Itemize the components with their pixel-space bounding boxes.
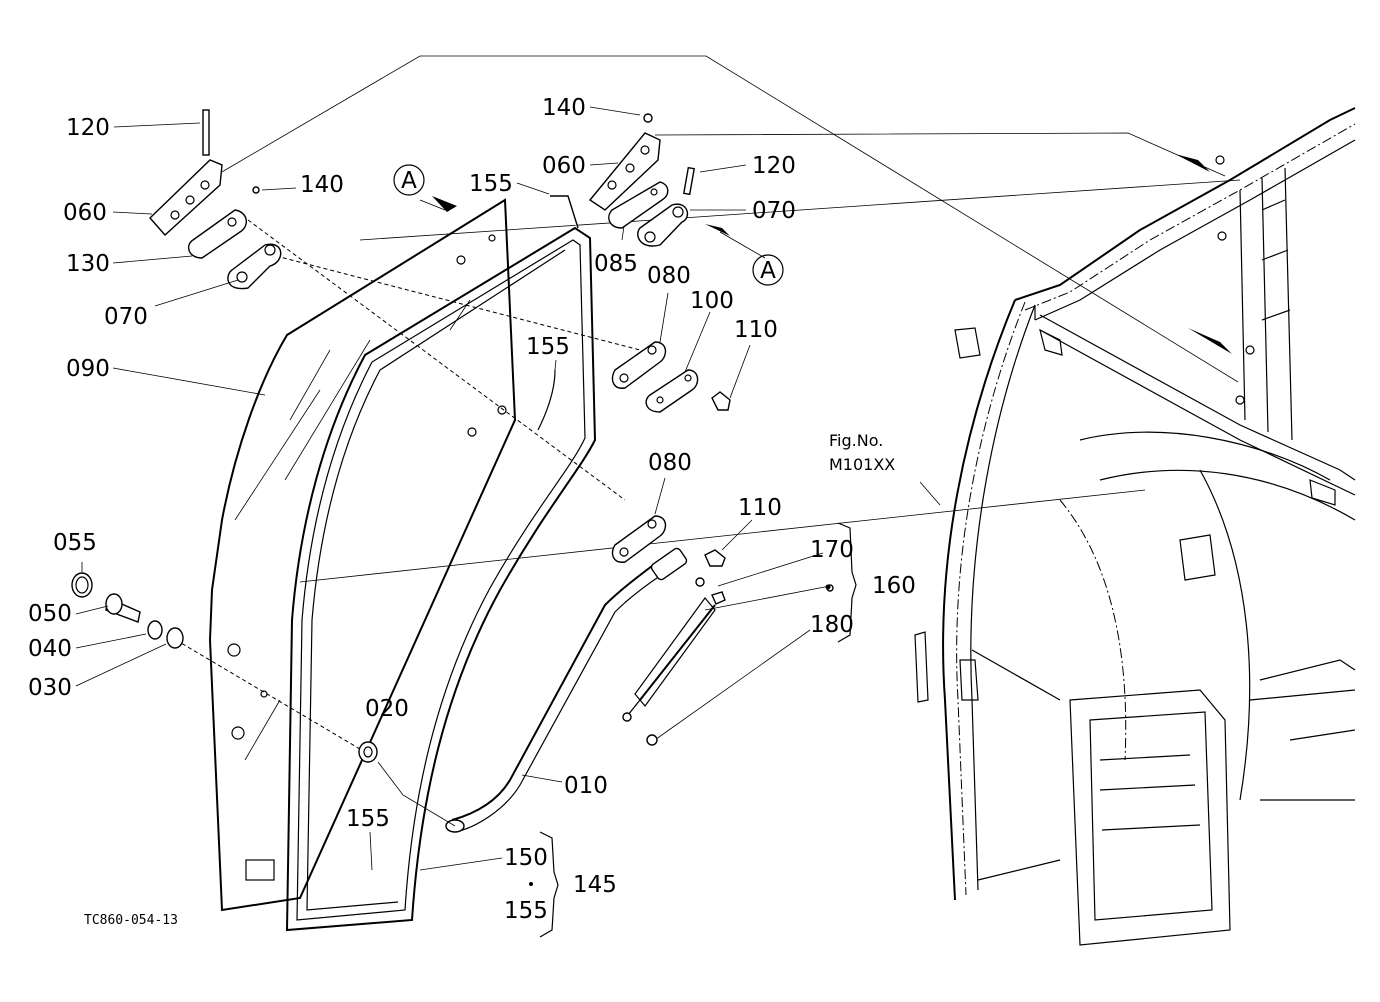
washer-040 — [147, 620, 163, 640]
callout-labels: 120 140 060 130 070 090 155 140 060 120 … — [28, 95, 916, 924]
link-070-left — [227, 243, 282, 290]
callout-060-right: 060 — [542, 153, 586, 179]
plate-085 — [608, 181, 669, 229]
callout-100: 100 — [690, 288, 734, 314]
callout-060-left: 060 — [63, 200, 107, 226]
callout-155-lower: 155 — [346, 806, 390, 832]
callout-030: 030 — [28, 675, 72, 701]
pin-120-right — [682, 166, 696, 196]
callout-leaders — [75, 106, 941, 871]
callout-120-left: 120 — [66, 115, 110, 141]
nut-140-right — [643, 113, 653, 123]
callout-070-right: 070 — [752, 198, 796, 224]
callout-110-upper: 110 — [734, 317, 778, 343]
plate-080-lower — [611, 515, 667, 563]
brackets — [539, 522, 857, 938]
nut-140-left — [252, 186, 260, 194]
callout-140-left: 140 — [300, 172, 344, 198]
callout-010: 010 — [564, 773, 608, 799]
callout-145: 145 — [573, 872, 617, 898]
nut-030 — [166, 627, 184, 649]
callout-155-middle: 155 — [526, 334, 570, 360]
callout-070-left: 070 — [104, 304, 148, 330]
callout-055: 055 — [53, 530, 97, 556]
callout-180: 180 — [810, 612, 854, 638]
plate-130 — [187, 209, 247, 259]
callout-155-kit: 155 — [504, 898, 548, 924]
plate-080-upper — [611, 341, 667, 389]
bolt-parts — [71, 572, 378, 763]
hinge-060-right — [588, 132, 661, 211]
callout-155-top: 155 — [469, 171, 513, 197]
callout-040: 040 — [28, 636, 72, 662]
left-hinge-parts — [149, 109, 282, 290]
upper-stay-parts — [537, 341, 731, 431]
damper-cylinder — [634, 597, 716, 707]
svg-text:Fig.No.: Fig.No. — [829, 431, 883, 450]
callout-130: 130 — [66, 251, 110, 277]
callout-090: 090 — [66, 356, 110, 382]
right-hinge-parts — [550, 113, 696, 247]
callout-085: 085 — [594, 251, 638, 277]
projection-lines — [175, 55, 1241, 753]
reference-a-right: A — [752, 254, 784, 286]
cab-frame — [914, 107, 1356, 946]
hinge-060-left — [149, 159, 223, 236]
callout-080-lower: 080 — [648, 450, 692, 476]
callout-160: 160 — [872, 573, 916, 599]
stay-010-end — [650, 547, 688, 581]
callout-050: 050 — [28, 601, 72, 627]
clip-155-top — [550, 195, 579, 229]
svg-text:M101XX: M101XX — [829, 455, 895, 474]
callout-080-upper: 080 — [647, 263, 691, 289]
arrowheads — [432, 154, 1232, 354]
figure-reference: Fig.No. M101XX — [829, 431, 895, 474]
link-070-right — [637, 203, 689, 247]
callout-020: 020 — [365, 696, 409, 722]
callout-110-lower: 110 — [738, 495, 782, 521]
pin-120-left — [202, 109, 210, 156]
callout-140-right: 140 — [542, 95, 586, 121]
svg-text:A: A — [401, 168, 417, 194]
drawing-code: TC860-054-13 — [84, 913, 178, 928]
glass-panel — [208, 198, 517, 912]
callout-150: 150 — [504, 845, 548, 871]
door-seal — [285, 226, 597, 932]
bolt-110-lower — [704, 549, 726, 567]
plate-100 — [645, 369, 699, 413]
callout-170: 170 — [810, 537, 854, 563]
washer-020 — [358, 741, 378, 763]
callout-120-right: 120 — [752, 153, 796, 179]
bolt-110-upper — [711, 391, 731, 411]
cap-055 — [71, 572, 93, 598]
reference-a-top: A — [393, 164, 425, 196]
svg-text:A: A — [760, 258, 776, 284]
